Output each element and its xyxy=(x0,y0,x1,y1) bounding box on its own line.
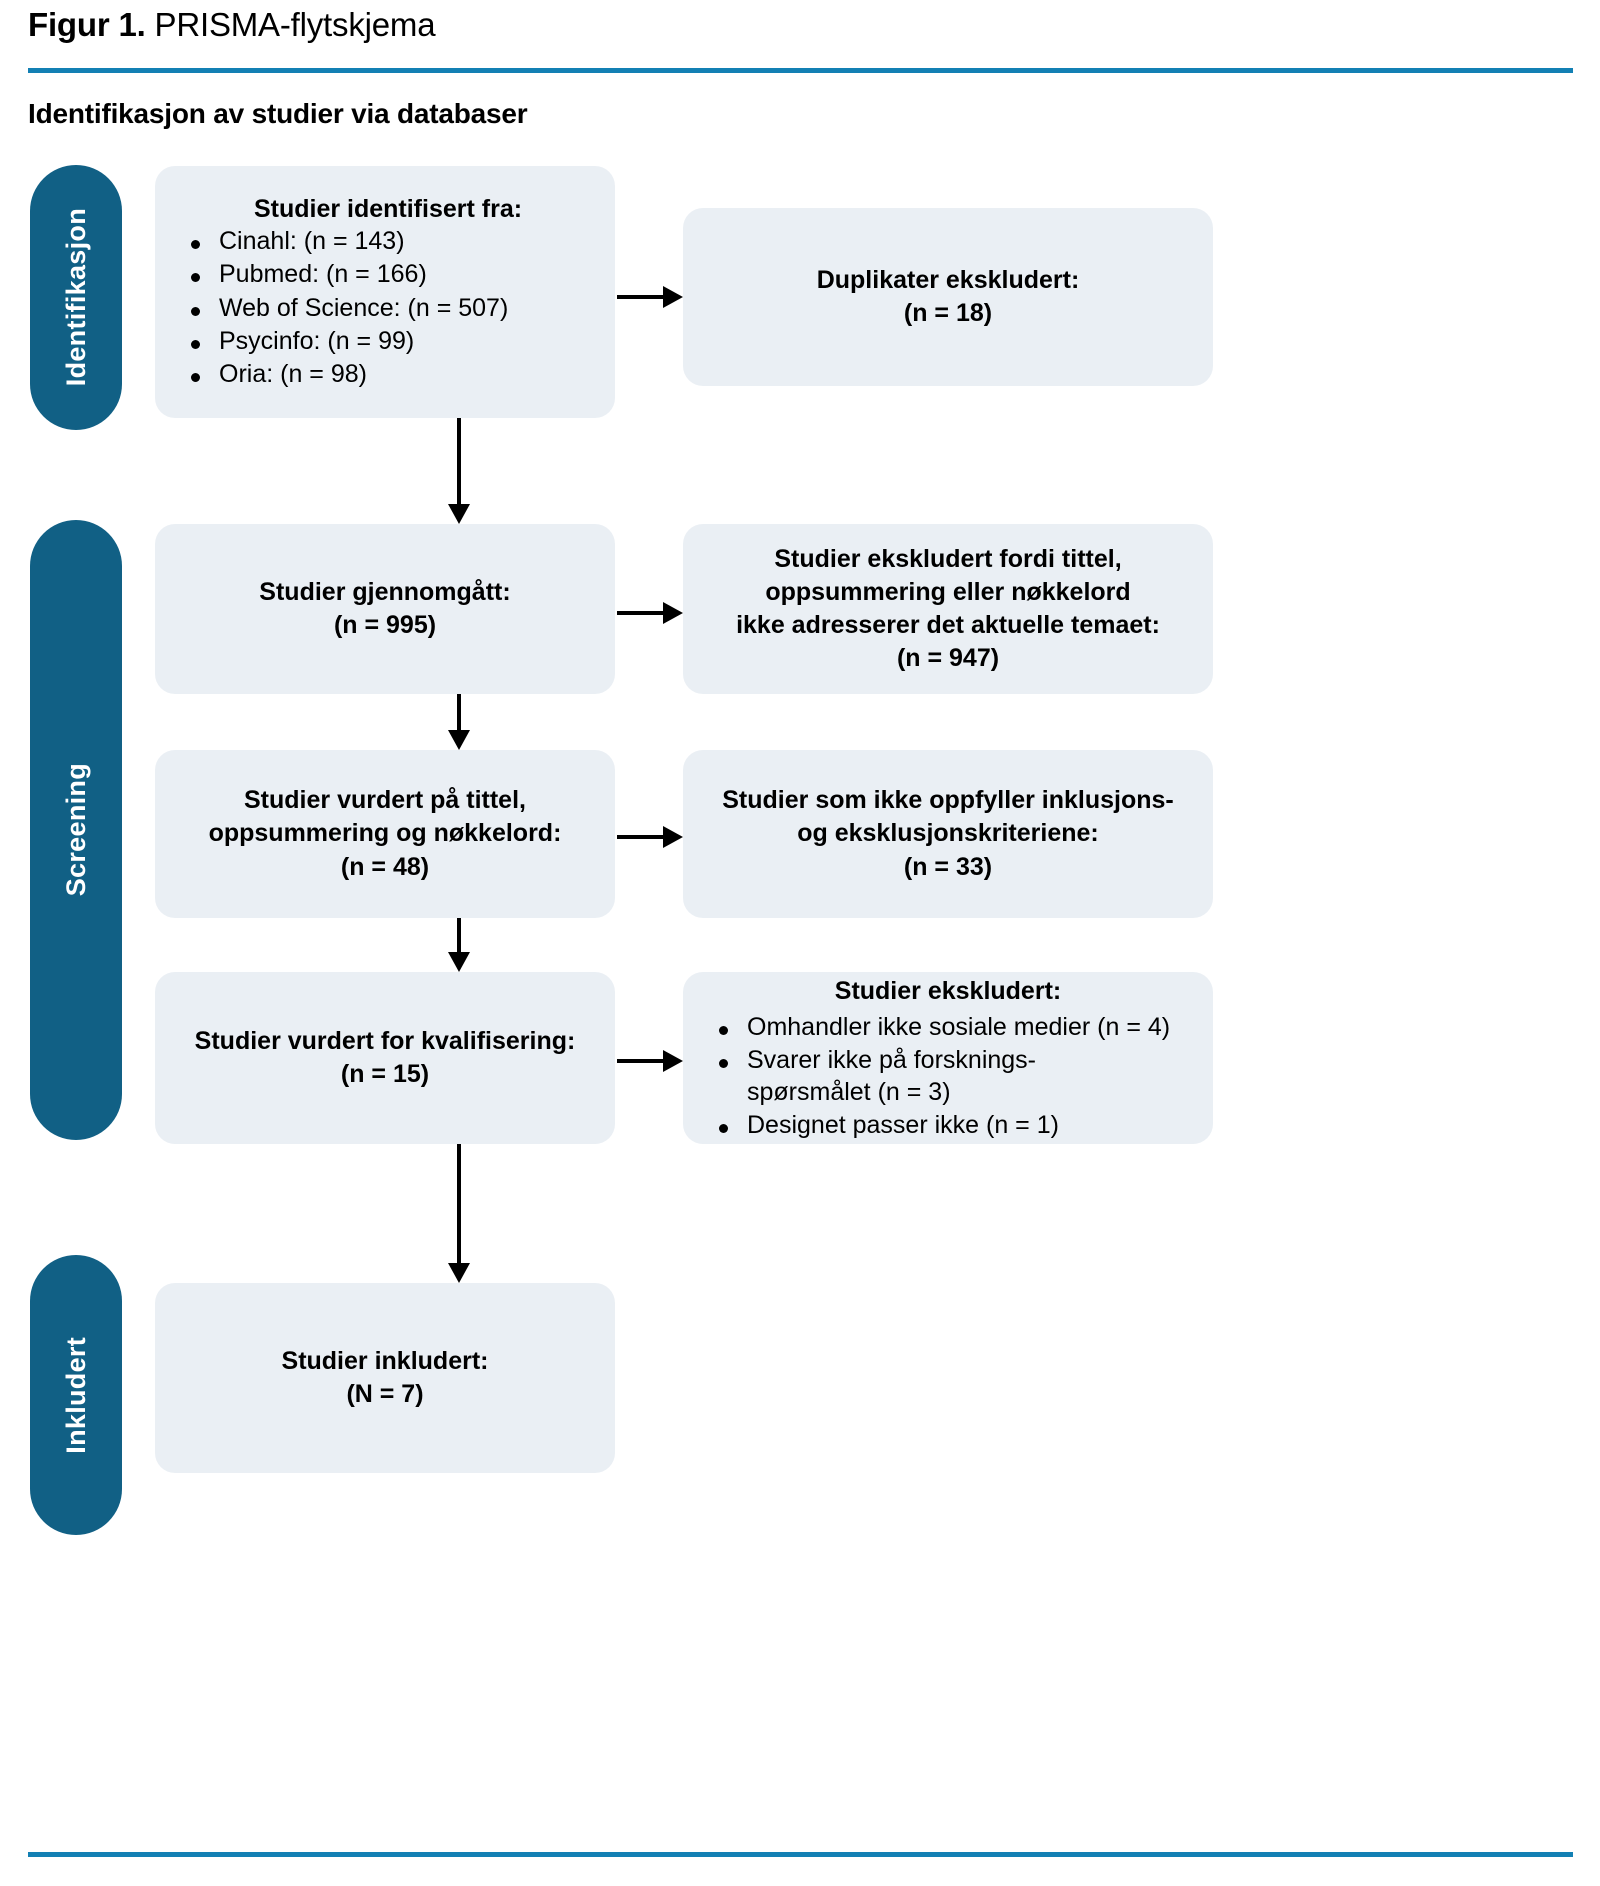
box-count-line: (n = 18) xyxy=(903,299,993,327)
box-text: Studier som ikke oppfyller inklusjons- o… xyxy=(683,784,1213,884)
box-text-line: og eksklusjonskriteriene: xyxy=(797,819,1099,848)
list-item: Designet passer ikke (n = 1) xyxy=(719,1109,1195,1142)
box-text-line: Studier gjennomgått: xyxy=(259,577,511,606)
stage-label-identifikasjon: Identifikasjon xyxy=(30,165,122,430)
figure-caption: PRISMA-flytskjema xyxy=(145,6,436,43)
box-text: Duplikater ekskludert: (n = 18) xyxy=(683,264,1213,331)
box-excluded-criteria: Studier som ikke oppfyller inklusjons- o… xyxy=(683,750,1213,918)
box-duplicates-removed: Duplikater ekskludert: (n = 18) xyxy=(683,208,1213,386)
stage-label-text: Screening xyxy=(60,763,91,897)
box-text-line: oppsummering og nøkkelord: xyxy=(208,819,562,848)
box-count-line: (n = 48) xyxy=(340,852,430,881)
page-title: Figur 1. PRISMA-flytskjema xyxy=(28,6,436,44)
box-count-line: (n = 947) xyxy=(896,644,1000,673)
stage-label-inkludert: Inkludert xyxy=(30,1255,122,1535)
box-excluded-topic: Studier ekskludert fordi tittel, oppsumm… xyxy=(683,524,1213,694)
box-text: Studier vurdert for kvalifisering: (n = … xyxy=(155,1025,615,1092)
list-item: Omhandler ikke sosiale medier (n = 4) xyxy=(719,1011,1195,1044)
box-count-line: (n = 33) xyxy=(903,852,993,881)
list-item: Pubmed: (n = 166) xyxy=(191,258,597,291)
box-text: Studier ekskludert fordi tittel, oppsumm… xyxy=(683,543,1213,676)
box-count-line: (N = 7) xyxy=(346,1380,424,1408)
list-item: Cinahl: (n = 143) xyxy=(191,225,597,258)
list-item: Svarer ikke på forsknings-spørsmålet (n … xyxy=(719,1044,1195,1109)
box-count-line: (n = 15) xyxy=(340,1060,430,1088)
list-item: Web of Science: (n = 507) xyxy=(191,292,597,325)
stage-label-text: Inkludert xyxy=(60,1336,91,1454)
stage-label-text: Identifikasjon xyxy=(60,208,91,387)
list-item: Oria: (n = 98) xyxy=(191,358,597,391)
box-text-line: Duplikater ekskludert: xyxy=(816,265,1080,294)
figure-number: Figur 1. xyxy=(28,6,146,43)
box-text: Studier gjennomgått: (n = 995) xyxy=(155,576,615,643)
box-text: Studier vurdert på tittel, oppsummering … xyxy=(155,784,615,884)
box-assessed-title-abstract: Studier vurdert på tittel, oppsummering … xyxy=(155,750,615,918)
box-studies-screened: Studier gjennomgått: (n = 995) xyxy=(155,524,615,694)
box-assessed-eligibility: Studier vurdert for kvalifisering: (n = … xyxy=(155,972,615,1144)
exclusion-reason-list: Omhandler ikke sosiale medier (n = 4) Sv… xyxy=(683,1011,1213,1141)
box-studies-identified: Studier identifisert fra: Cinahl: (n = 1… xyxy=(155,166,615,418)
box-text-line: Studier vurdert på tittel, xyxy=(244,786,526,815)
box-text-line: Studier inkludert: xyxy=(281,1346,489,1375)
box-text-line: oppsummering eller nøkkelord xyxy=(765,577,1131,606)
footer-divider xyxy=(28,1852,1573,1857)
box-heading: Studier ekskludert: xyxy=(834,976,1062,1005)
database-count-list: Cinahl: (n = 143) Pubmed: (n = 166) Web … xyxy=(155,225,615,391)
section-title: Identifikasjon av studier via databaser xyxy=(28,98,528,129)
box-text-line: Studier som ikke oppfyller inklusjons- xyxy=(722,786,1174,815)
box-heading: Studier identifisert fra: xyxy=(253,194,523,223)
box-count-line: (n = 995) xyxy=(333,611,437,639)
box-text: Studier inkludert: (N = 7) xyxy=(155,1345,615,1412)
box-excluded-with-reasons: Studier ekskludert: Omhandler ikke sosia… xyxy=(683,972,1213,1144)
box-text-line: Studier vurdert for kvalifisering: xyxy=(194,1026,576,1055)
box-text-line: ikke adresserer det aktuelle temaet: xyxy=(736,611,1160,639)
header-divider xyxy=(28,68,1573,73)
box-text-line: Studier ekskludert fordi tittel, xyxy=(774,544,1122,573)
list-item: Psycinfo: (n = 99) xyxy=(191,325,597,358)
stage-label-screening: Screening xyxy=(30,520,122,1140)
box-studies-included: Studier inkludert: (N = 7) xyxy=(155,1283,615,1473)
